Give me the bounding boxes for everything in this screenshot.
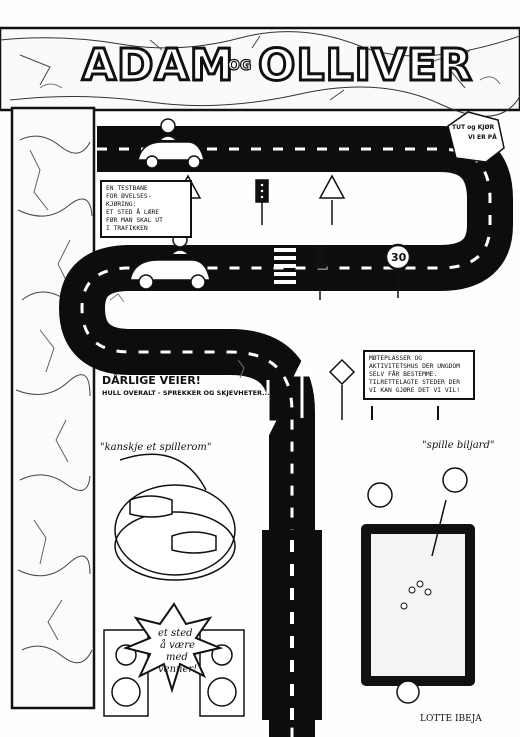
- left-pillar: [10, 106, 96, 710]
- title-adam: ADAM: [80, 40, 235, 91]
- title-connector: OG: [227, 57, 252, 74]
- title-olliver: OLLIVER: [257, 40, 474, 91]
- friends-burst-line3: med: [166, 652, 188, 663]
- game-pad-illustration: [114, 453, 236, 581]
- car-bottom: [129, 232, 239, 290]
- test-track-sign: EN TESTBANE FOR ØVELSES- KJØRING: ET STE…: [100, 180, 192, 238]
- bad-roads-heading: DÅRLIGE VEIER!: [102, 374, 201, 387]
- corner-stamp-line1: TUT og KJØR: [452, 124, 495, 131]
- artist-signature: LOTTE IBEJA: [420, 714, 482, 724]
- meeting-places-sign: MØTEPLASSER OG AKTIVITETSHUS DER UNGDOM …: [363, 350, 475, 400]
- road-signs: [174, 174, 412, 420]
- bad-roads-subtext: HULL OVERALT - SPREKKER OG SKJEVHETER...: [102, 389, 270, 397]
- caption-billiards: "spille biljard": [422, 440, 495, 451]
- friends-burst-line2: å være: [160, 640, 195, 651]
- corner-stamp-line2: VI ER PÅ: [468, 134, 497, 141]
- caption-game-room: "kanskje et spillerom": [100, 442, 212, 453]
- road: [59, 126, 513, 737]
- speed-limit-value: 30: [391, 251, 407, 264]
- friends-burst-line4: venner!: [158, 664, 198, 675]
- corner-stamp: [447, 111, 505, 163]
- title-banner: [0, 26, 520, 117]
- friends-burst-line1: et sted: [158, 628, 193, 639]
- pool-table-illustration: [361, 467, 475, 704]
- car-top: [137, 118, 205, 169]
- speakers-illustration: [103, 602, 245, 717]
